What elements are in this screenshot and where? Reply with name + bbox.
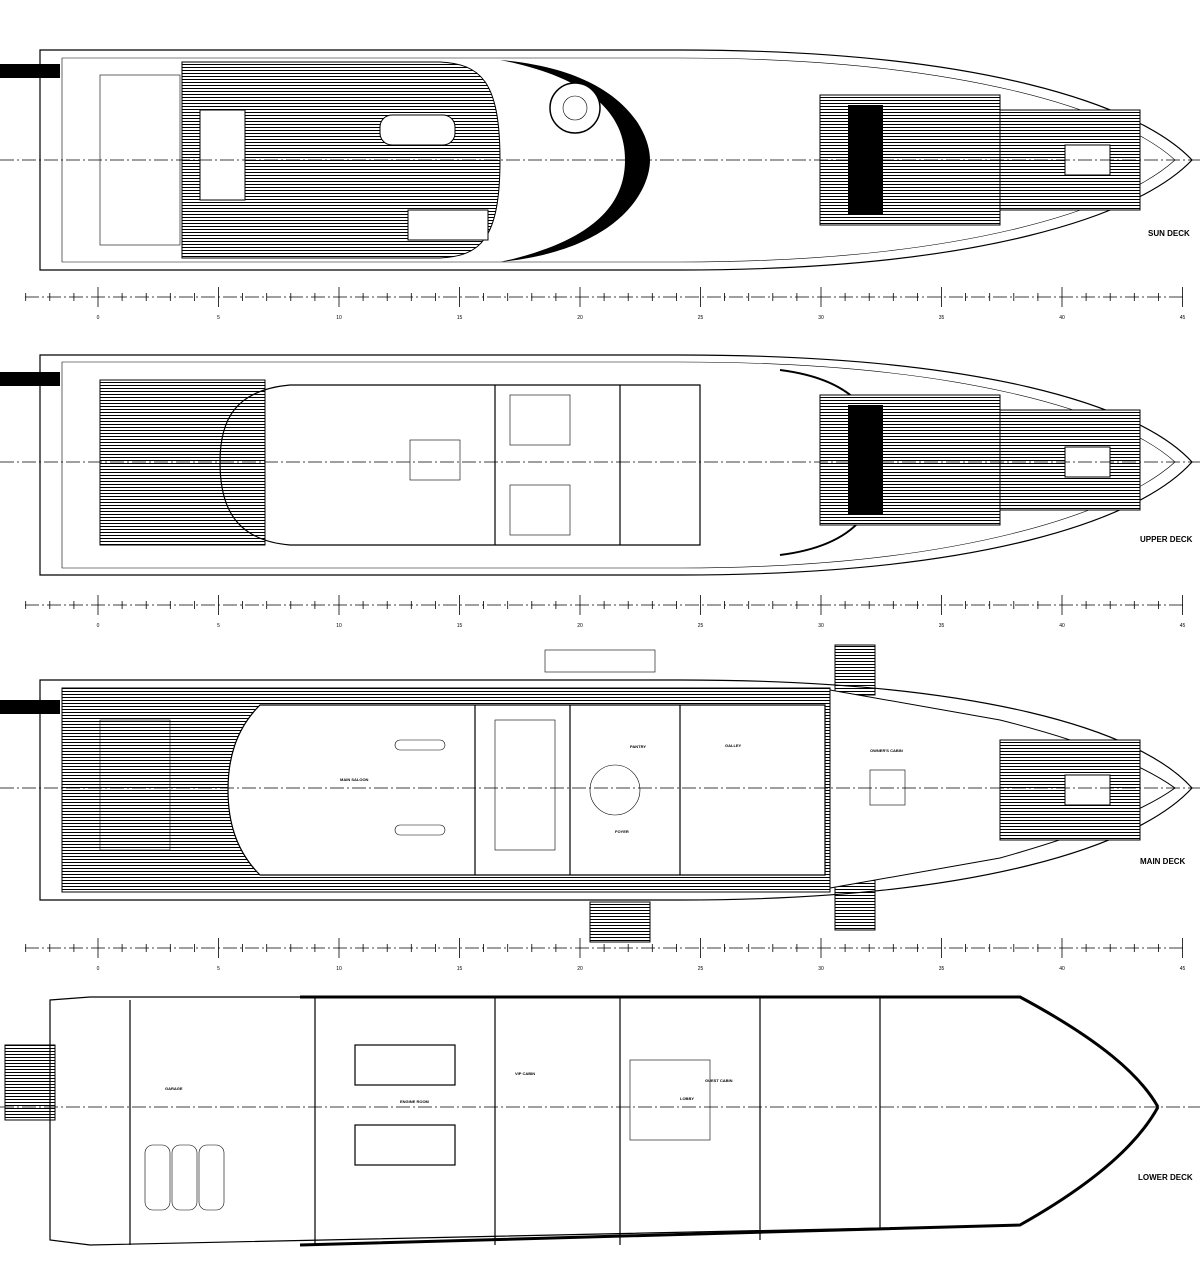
room-label-engine-room: ENGINE ROOM [400,1099,430,1104]
lounge-sofa [407,209,489,241]
scale-tick-label: 20 [577,623,583,629]
jet-ski [198,1144,225,1211]
scale-tick-label: 30 [818,966,824,972]
scale-tick-label: 5 [217,315,220,321]
lower-deck-hull [49,996,1159,1246]
jet-ski [171,1144,198,1211]
scale-tick-label: 35 [939,315,945,321]
scale-tick-label: 15 [457,315,463,321]
scale-bar-main: 0 5 10 15 20 25 30 35 40 45 [25,938,1185,972]
scale-bar-sun: 0 5 10 15 20 25 30 35 40 45 [25,287,1185,321]
hardtop-arch [500,60,650,262]
scale-tick-label: 40 [1059,623,1065,629]
room-label-guest-cabin: GUEST CABIN [705,1078,733,1083]
dining-table [379,114,456,146]
scale-tick-label: 0 [97,315,100,321]
dining-table [494,719,556,851]
room-label-main-saloon: MAIN SALOON [340,777,369,782]
room-label-garage: GARAGE [165,1086,183,1091]
scale-tick-label: 35 [939,966,945,972]
spiral-stair [589,764,641,816]
scale-tick-label: 45 [1180,966,1186,972]
upper-saloon [219,384,701,546]
lower-deck-plan: GARAGE ENGINE ROOM LOBBY VIP CABIN GUEST… [0,995,1200,1247]
scale-tick-label: 30 [818,623,824,629]
scale-tick-label: 15 [457,623,463,629]
room-label-pantry: PANTRY [630,744,646,749]
scale-bar-upper: 0 5 10 15 20 25 30 35 40 45 [25,595,1185,629]
passerelle [0,64,60,78]
room-label-owners-cabin: OWNER'S CABIN [870,748,903,753]
owners-bed [869,769,906,806]
scale-tick-label: 0 [97,623,100,629]
scale-tick-label: 15 [457,966,463,972]
scale-tick-label: 40 [1059,966,1065,972]
bed [409,439,461,481]
scale-tick-label: 5 [217,966,220,972]
scale-tick-label: 25 [698,623,704,629]
room-label-foyer: FOYER [615,829,629,834]
room-label-galley: GALLEY [725,743,742,748]
passerelle [0,700,60,714]
deck-label-sun: SUN DECK [1148,229,1190,238]
jacuzzi [549,82,601,134]
room-label-lobby: LOBBY [680,1096,694,1101]
jet-ski [144,1144,171,1211]
scale-tick-label: 25 [698,315,704,321]
sun-deck-plan: SUN DECK [0,49,1200,271]
scale-tick-label: 10 [336,623,342,629]
aft-deck-teak [99,379,266,546]
scale-tick-label: 25 [698,966,704,972]
deck-label-upper: UPPER DECK [1140,535,1193,544]
tender [1064,774,1111,806]
scale-tick-label: 0 [97,966,100,972]
engine [354,1124,456,1166]
upper-deck-plan: UPPER DECK [0,354,1200,576]
scale-tick-label: 35 [939,623,945,629]
scale-tick-label: 10 [336,315,342,321]
scale-tick-label: 5 [217,623,220,629]
room-label-vip-cabin: VIP CABIN [515,1071,535,1076]
scale-tick-label: 45 [1180,315,1186,321]
scale-tick-label: 20 [577,966,583,972]
scale-tick-label: 40 [1059,315,1065,321]
swim-platform [4,1044,56,1121]
sunbed [199,109,246,201]
passerelle [0,372,60,386]
deck-label-lower: LOWER DECK [1138,1173,1193,1182]
scale-tick-label: 30 [818,315,824,321]
main-saloon-area [227,704,826,876]
scale-tick-label: 10 [336,966,342,972]
scale-tick-label: 20 [577,315,583,321]
scale-tick-label: 45 [1180,623,1186,629]
main-deck-plan: MAIN SALOON FOYER GALLEY PANTRY OWNER'S … [0,644,1200,943]
deck-label-main: MAIN DECK [1140,857,1186,866]
engine [354,1044,456,1086]
skylight [848,405,883,515]
